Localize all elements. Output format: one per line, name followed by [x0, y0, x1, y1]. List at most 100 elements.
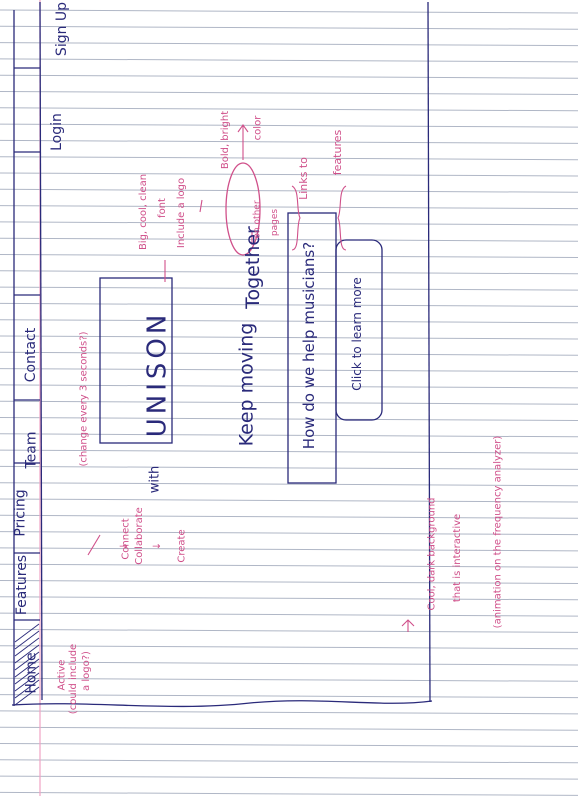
- annotation-color: color: [252, 115, 264, 141]
- active-hatch: [14, 637, 40, 657]
- active-hatch: [14, 679, 40, 699]
- rule-line: [0, 694, 578, 699]
- rule-line: [0, 563, 578, 568]
- rule-line: [0, 775, 578, 780]
- arrow-change-every: [87, 534, 101, 556]
- annotation-change-every: (change every 3 seconds?): [78, 331, 90, 467]
- question-text: How do we help musicians?: [300, 241, 319, 450]
- rule-line: [0, 205, 578, 210]
- nav-item-contact[interactable]: Contact: [23, 327, 40, 383]
- rule-line: [0, 677, 578, 682]
- annotation-a-logo: a logo?): [80, 651, 92, 691]
- brace-links: [291, 185, 301, 251]
- frame-right-line: [427, 1, 431, 703]
- rule-line: [0, 172, 578, 177]
- rule-line: [0, 286, 578, 291]
- rule-line: [0, 319, 578, 324]
- rule-line: [0, 417, 578, 421]
- brand-box: [99, 277, 173, 444]
- headline-prefix: Keep moving: [235, 322, 258, 447]
- rule-line: [0, 9, 578, 14]
- headline-emphasis: Together: [241, 226, 264, 309]
- cta-button[interactable]: Click to learn more: [349, 277, 364, 391]
- rule-line: [0, 351, 578, 356]
- annotation-include-logo: Include a logo: [176, 177, 188, 249]
- rule-line: [0, 42, 578, 47]
- rule-line: [0, 482, 578, 487]
- rule-line: [0, 91, 578, 95]
- rule-line: [0, 107, 578, 112]
- rule-line: [0, 547, 578, 552]
- annotation-features: features: [331, 129, 345, 176]
- rule-line: [0, 237, 578, 242]
- nav-item-features[interactable]: Features: [14, 554, 31, 616]
- connect-word: with: [147, 465, 163, 494]
- rule-line: [0, 759, 578, 764]
- together-highlight: [225, 162, 261, 256]
- brand-logo-text: UNISON: [142, 310, 173, 438]
- cta-box: [335, 239, 383, 421]
- annotation-active: Active: [56, 659, 68, 691]
- active-hatch: [14, 658, 40, 678]
- nav-item-team[interactable]: Team: [23, 431, 40, 469]
- rule-line: [0, 628, 578, 633]
- rule-line: [0, 188, 578, 193]
- annotation-pages: pages: [270, 208, 281, 237]
- login-button[interactable]: Login: [48, 113, 65, 151]
- arrow-bold-bright: [237, 124, 249, 160]
- rule-line: [0, 531, 578, 536]
- annotation-animation: (animation on the frequency analyzer): [492, 435, 504, 629]
- rule-line: [0, 270, 578, 275]
- annotation-collaborate: Collaborate: [133, 507, 145, 565]
- rule-line: [0, 74, 578, 79]
- active-hatch: [14, 644, 40, 664]
- active-hatch: [14, 686, 40, 706]
- rule-line: [0, 335, 578, 340]
- rule-line: [0, 139, 578, 144]
- rule-line: [0, 661, 578, 666]
- rule-line: [0, 368, 578, 373]
- rule-line: [0, 645, 578, 650]
- rule-line: [0, 465, 578, 470]
- annotation-could-include: (could include: [68, 643, 80, 715]
- frame-bottom-wave: [11, 700, 433, 708]
- nav-bar-line: [39, 1, 43, 701]
- rule-line: [0, 221, 578, 226]
- active-hatch: [14, 672, 40, 692]
- active-hatch: [14, 651, 40, 671]
- annotation-connect: Connect: [120, 518, 132, 560]
- rule-line: [0, 302, 578, 307]
- rule-line: [0, 384, 578, 389]
- active-hatch: [14, 665, 40, 685]
- annotation-down-arrow-2: ↓: [152, 541, 164, 551]
- active-hatch: [14, 630, 40, 650]
- rule-line: [0, 791, 578, 796]
- annotation-cool-dark-bg: Cool, dark background: [426, 497, 438, 611]
- rule-line: [0, 25, 578, 30]
- rule-line: [0, 254, 578, 258]
- annotation-big-cool-font: Big, cool, clean: [138, 173, 150, 251]
- rule-line: [0, 400, 578, 405]
- arrow-include-logo: [199, 199, 203, 213]
- nav-item-home[interactable]: Home: [23, 652, 40, 694]
- arrow-dark-bg: [401, 619, 415, 632]
- nav-item-pricing[interactable]: Pricing: [12, 489, 29, 537]
- annotation-bold-bright: Bold, bright: [220, 110, 232, 170]
- rule-line: [0, 498, 578, 503]
- rule-line: [0, 156, 578, 161]
- rule-line: [0, 514, 578, 519]
- signup-button[interactable]: Sign Up: [54, 1, 71, 57]
- annotation-on-other: on other: [252, 200, 263, 239]
- annotation-down-arrow-1: ↓: [119, 541, 131, 551]
- active-hatch: [14, 623, 40, 643]
- rule-line: [0, 580, 578, 584]
- rule-line: [0, 612, 578, 617]
- rule-line: [0, 596, 578, 601]
- rule-line: [0, 743, 578, 747]
- rule-line: [0, 58, 578, 63]
- rule-line: [0, 710, 578, 715]
- rule-line: [0, 726, 578, 731]
- rule-line: [0, 433, 578, 438]
